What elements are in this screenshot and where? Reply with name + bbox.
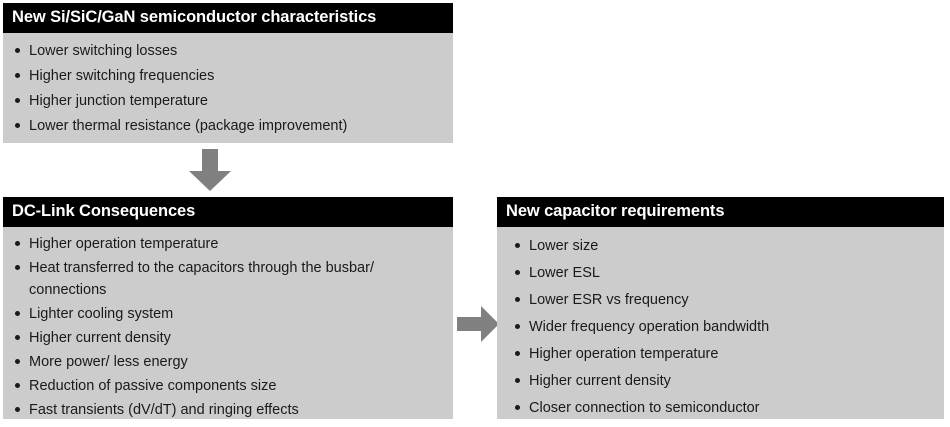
list-item-label: Higher current density — [29, 329, 171, 346]
bullet-dot-icon — [15, 47, 20, 53]
bullet-dot-icon — [515, 242, 520, 248]
semiconductor-bullet-list: Lower switching losses Higher switching … — [13, 40, 443, 137]
list-item-label: Wider frequency operation bandwidth — [529, 318, 770, 335]
list-item: Heat transferred to the capacitors throu… — [13, 257, 443, 301]
bullet-dot-icon — [15, 240, 20, 246]
panel-capacitor-title: New capacitor requirements — [497, 197, 944, 227]
list-item-label: Higher operation temperature — [29, 235, 219, 252]
panel-dclink-body: Higher operation temperature Heat transf… — [3, 226, 453, 421]
list-item: Lower thermal resistance (package improv… — [13, 115, 443, 137]
bullet-dot-icon — [15, 406, 20, 412]
list-item-label: Higher current density — [529, 372, 671, 389]
list-item-label: Reduction of passive components size — [29, 377, 277, 394]
list-item: Higher current density — [13, 327, 443, 349]
panel-dclink-consequences: DC-Link Consequences Higher operation te… — [3, 197, 453, 419]
panel-semiconductor-body: Lower switching losses Higher switching … — [3, 32, 453, 143]
list-item: Higher current density — [513, 370, 934, 392]
bullet-dot-icon — [515, 296, 520, 302]
list-item-label: Lower thermal resistance (package improv… — [29, 117, 348, 134]
list-item-label: Heat transferred to the capacitors throu… — [29, 259, 374, 298]
list-item: Lower ESR vs frequency — [513, 289, 934, 311]
bullet-dot-icon — [15, 310, 20, 316]
panel-semiconductor-title: New Si/SiC/GaN semiconductor characteris… — [3, 3, 453, 33]
list-item: Fast transients (dV/dT) and ringing effe… — [13, 399, 443, 421]
list-item-label: Fast transients (dV/dT) and ringing effe… — [29, 401, 299, 418]
list-item-label: Lower ESR vs frequency — [529, 291, 689, 308]
list-item: Higher operation temperature — [513, 343, 934, 365]
list-item-label: Lighter cooling system — [29, 305, 174, 322]
list-item: Closer connection to semiconductor — [513, 397, 934, 419]
bullet-dot-icon — [515, 350, 520, 356]
bullet-dot-icon — [515, 404, 520, 410]
list-item-label: Lower ESL — [529, 264, 600, 281]
dclink-bullet-list: Higher operation temperature Heat transf… — [13, 233, 443, 421]
list-item-label: Higher switching frequencies — [29, 67, 215, 84]
panel-capacitor-requirements: New capacitor requirements Lower size Lo… — [497, 197, 944, 419]
list-item-label: Higher operation temperature — [529, 345, 719, 362]
list-item: Lower ESL — [513, 262, 934, 284]
panel-dclink-title: DC-Link Consequences — [3, 197, 453, 227]
bullet-dot-icon — [15, 264, 20, 270]
bullet-dot-icon — [15, 382, 20, 388]
list-item: More power/ less energy — [13, 351, 443, 373]
bullet-dot-icon — [15, 122, 20, 128]
arrow-right-icon — [457, 306, 499, 342]
panel-capacitor-body: Lower size Lower ESL Lower ESR vs freque… — [497, 226, 944, 419]
list-item: Lighter cooling system — [13, 303, 443, 325]
bullet-dot-icon — [515, 323, 520, 329]
list-item: Wider frequency operation bandwidth — [513, 316, 934, 338]
list-item-label: Lower switching losses — [29, 42, 178, 59]
bullet-dot-icon — [515, 377, 520, 383]
list-item: Higher junction temperature — [13, 90, 443, 112]
panel-semiconductor-characteristics: New Si/SiC/GaN semiconductor characteris… — [3, 3, 453, 143]
list-item: Higher operation temperature — [13, 233, 443, 255]
capacitor-bullet-list: Lower size Lower ESL Lower ESR vs freque… — [513, 235, 934, 419]
list-item: Lower switching losses — [13, 40, 443, 62]
bullet-dot-icon — [15, 72, 20, 78]
arrow-down-icon — [189, 149, 231, 191]
list-item: Lower size — [513, 235, 934, 257]
bullet-dot-icon — [15, 358, 20, 364]
bullet-dot-icon — [515, 269, 520, 275]
bullet-dot-icon — [15, 97, 20, 103]
list-item-label: Higher junction temperature — [29, 92, 208, 109]
list-item-label: More power/ less energy — [29, 353, 188, 370]
list-item: Higher switching frequencies — [13, 65, 443, 87]
list-item: Reduction of passive components size — [13, 375, 443, 397]
bullet-dot-icon — [15, 334, 20, 340]
list-item-label: Closer connection to semiconductor — [529, 399, 760, 416]
list-item-label: Lower size — [529, 237, 599, 254]
